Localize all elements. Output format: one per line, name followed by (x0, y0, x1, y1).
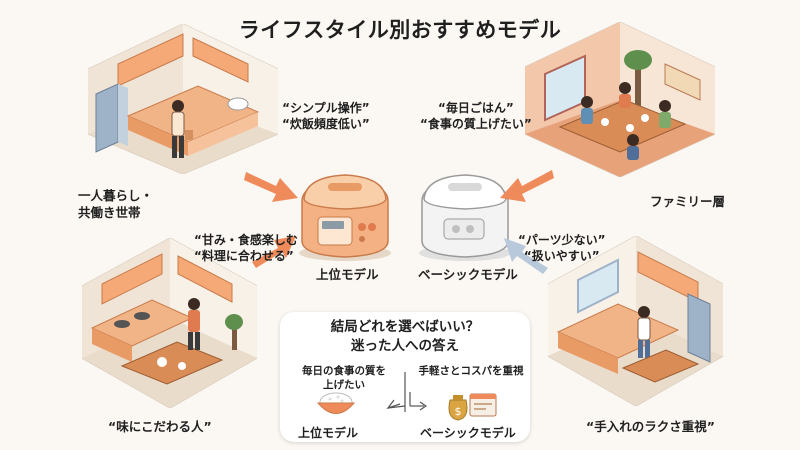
persona-easy-label: “手入れのラクさ重視” (586, 419, 715, 434)
persona-taste-label: “味にこだわる人” (108, 419, 212, 434)
answer-left-result: 上位モデル (298, 426, 359, 440)
premium-model-label: 上位モデル (316, 267, 379, 282)
persona-single-label: 一人暮らし・ 共働き世帯 (78, 188, 154, 220)
answer-box: 結局どれを選べばいい？ 迷った人への答え 毎日の食事の質を 上げたい 手軽さとコ… (280, 312, 530, 442)
easy-care-kitchen-illustration (548, 236, 723, 406)
family-dining-illustration (525, 22, 715, 177)
basic-rice-cooker-illustration (419, 174, 511, 261)
answer-branch-arrows (386, 372, 428, 412)
answer-left-need: 毎日の食事の質を 上げたい (302, 365, 386, 391)
arrow-family-to-basic (500, 170, 554, 202)
money-bag-icon: $ (448, 393, 497, 421)
answer-right-result: ベーシックモデル (420, 426, 516, 440)
quote-simple: “シンプル操作” “炊飯頻度低い” (282, 101, 370, 131)
taste-kitchen-illustration (82, 238, 257, 408)
answer-right-need: 手軽さとコスパを重視 (418, 365, 524, 377)
persona-family-label: ファミリー層 (650, 194, 726, 209)
quote-parts: “パーツ少ない” “扱いやすい” (518, 233, 606, 263)
rice-bowl-icon (316, 392, 356, 414)
premium-rice-cooker-illustration (299, 174, 391, 261)
quote-daily: “毎日ごはん” “食事の質上げたい” (420, 101, 532, 131)
page-title: ライフスタイル別おすすめモデル (238, 18, 562, 42)
basic-model-label: ベーシックモデル (418, 267, 518, 282)
svg-text:$: $ (455, 405, 462, 418)
arrow-single-to-premium (244, 172, 298, 202)
single-kitchen-illustration (88, 24, 278, 174)
arrow-easy-to-basic (504, 238, 548, 274)
answer-box-question: 結局どれを選べばいい？ 迷った人への答え (330, 319, 480, 354)
quote-sweet: “甘み・食感楽しむ “料理に合わせる” (194, 233, 298, 263)
arrow-taste-to-premium (252, 236, 296, 268)
